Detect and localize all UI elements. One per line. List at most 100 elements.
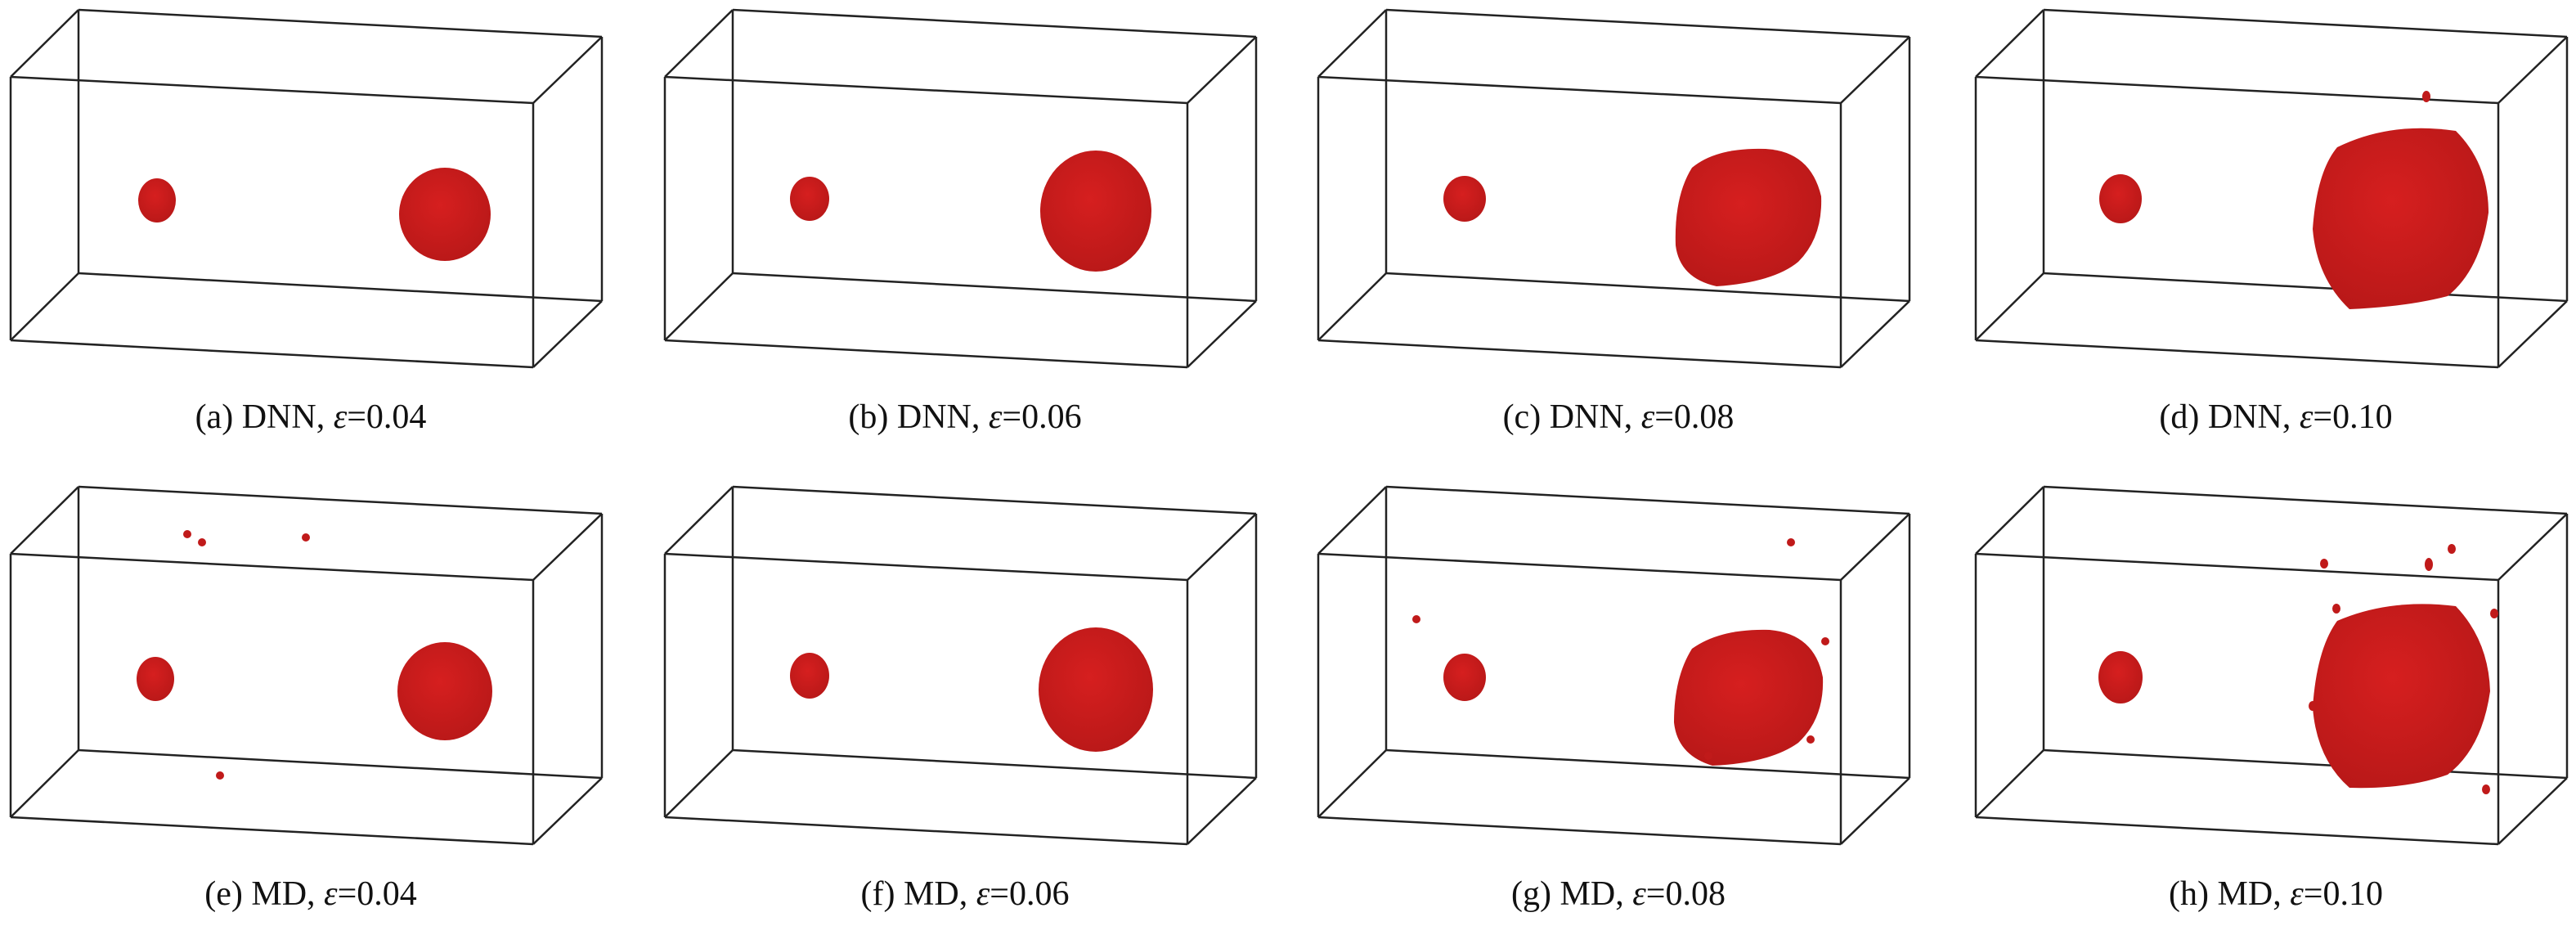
- panel-d: (d) DNN, ε=0.10: [1965, 0, 2576, 458]
- box-edge: [2043, 748, 2568, 780]
- caption-method: DNN: [896, 398, 972, 436]
- caption-method: DNN: [241, 398, 316, 436]
- caption-strain-symbol: ε: [324, 875, 338, 913]
- box-edge: [664, 272, 734, 341]
- caption-label: (h): [2169, 875, 2210, 913]
- box-edge: [2497, 300, 2568, 368]
- caption-method: MD: [2217, 875, 2273, 913]
- panel-caption: (f) MD, ε=0.06: [860, 875, 1070, 913]
- panel-h: (h) MD, ε=0.10: [1965, 477, 2576, 935]
- caption-label: (e): [204, 875, 243, 913]
- box-edge: [1317, 486, 1387, 555]
- solute-atom-dot: [2482, 784, 2490, 794]
- box-edge: [2043, 272, 2568, 303]
- solute-atom-dot: [1821, 637, 1829, 645]
- box-edge: [1840, 300, 1910, 368]
- large-precipitate: [1675, 148, 1822, 286]
- small-precipitate: [137, 657, 174, 701]
- box-edge: [10, 816, 534, 846]
- panel-caption: (d) DNN, ε=0.10: [2159, 398, 2393, 436]
- box-edge: [1975, 339, 2499, 369]
- box-edge: [1317, 339, 1842, 369]
- panel-g: (g) MD, ε=0.08: [1308, 477, 1954, 935]
- box-edge: [10, 749, 79, 818]
- box-edge: [1385, 748, 1910, 780]
- box-edge: [664, 339, 1188, 369]
- panel-caption: (h) MD, ε=0.10: [2169, 875, 2383, 913]
- box-edge: [10, 486, 79, 555]
- large-precipitate: [1039, 627, 1153, 752]
- box-edge: [532, 300, 603, 368]
- box-edge: [10, 339, 534, 369]
- large-precipitate: [1674, 629, 1824, 766]
- small-precipitate: [138, 178, 176, 223]
- box-edge: [1187, 777, 1257, 845]
- box-edge: [1187, 513, 1257, 581]
- box-edge: [2497, 513, 2568, 581]
- solute-atom-dot: [198, 538, 206, 546]
- box-edge: [78, 272, 603, 303]
- simulation-box-render: [1974, 485, 2569, 846]
- box-edge: [1975, 552, 2499, 582]
- solute-atom-dot: [2425, 558, 2433, 571]
- box-edge: [1975, 486, 2044, 555]
- solute-atom-dot: [2309, 701, 2317, 711]
- solute-atom-dot: [1806, 735, 1815, 744]
- box-edge: [664, 75, 1188, 105]
- panel-e: (e) MD, ε=0.04: [0, 477, 646, 935]
- box-edge: [1317, 816, 1842, 846]
- box-edge: [664, 749, 734, 818]
- box-edge: [1385, 8, 1910, 38]
- caption-strain-symbol: ε: [333, 398, 348, 436]
- solute-atom-dot: [2490, 609, 2498, 618]
- solute-atom-dot: [2332, 604, 2340, 614]
- box-edge: [10, 9, 79, 78]
- small-precipitate: [790, 177, 829, 221]
- large-precipitate: [397, 642, 492, 740]
- solute-atom-dot: [216, 771, 224, 780]
- caption-method: DNN: [2207, 398, 2282, 436]
- simulation-box-render: [663, 8, 1258, 369]
- panel-f: (f) MD, ε=0.06: [654, 477, 1300, 935]
- small-precipitate: [1443, 654, 1486, 701]
- panel-a: (a) DNN, ε=0.04: [0, 0, 646, 458]
- caption-strain-value: =0.06: [1002, 398, 1082, 436]
- caption-strain-symbol: ε: [1632, 875, 1646, 913]
- box-edge: [1840, 513, 1910, 581]
- caption-strain-value: =0.08: [1654, 398, 1735, 436]
- box-edge: [2497, 777, 2568, 845]
- panel-caption: (g) MD, ε=0.08: [1511, 875, 1726, 913]
- small-precipitate: [1443, 176, 1486, 222]
- caption-label: (d): [2159, 398, 2200, 436]
- box-edge: [532, 777, 603, 845]
- solute-atom-dot: [2320, 559, 2328, 569]
- box-edge: [1317, 75, 1842, 105]
- box-edge: [1317, 272, 1387, 341]
- caption-label: (b): [848, 398, 889, 436]
- large-precipitate: [1040, 151, 1151, 272]
- caption-method: MD: [251, 875, 307, 913]
- box-edge: [664, 486, 734, 555]
- caption-strain-symbol: ε: [976, 875, 990, 913]
- caption-strain-symbol: ε: [2290, 875, 2304, 913]
- solute-atom-dot: [183, 530, 191, 538]
- caption-strain-value: =0.04: [337, 875, 417, 913]
- caption-strain-value: =0.08: [1645, 875, 1726, 913]
- box-edge: [10, 75, 534, 105]
- box-edge: [664, 816, 1188, 846]
- box-edge: [1840, 36, 1910, 104]
- box-edge: [1840, 777, 1910, 845]
- simulation-box-render: [1317, 485, 1911, 846]
- box-edge: [10, 552, 534, 582]
- box-edge: [2497, 36, 2568, 104]
- box-edge: [1385, 485, 1910, 515]
- box-edge: [1975, 75, 2499, 105]
- box-edge: [2043, 8, 2568, 38]
- small-precipitate: [790, 653, 829, 699]
- box-edge: [664, 552, 1188, 582]
- box-edge: [2043, 485, 2568, 515]
- box-edge: [1385, 272, 1910, 303]
- caption-label: (c): [1502, 398, 1542, 436]
- small-precipitate: [2098, 651, 2143, 703]
- box-edge: [1317, 749, 1387, 818]
